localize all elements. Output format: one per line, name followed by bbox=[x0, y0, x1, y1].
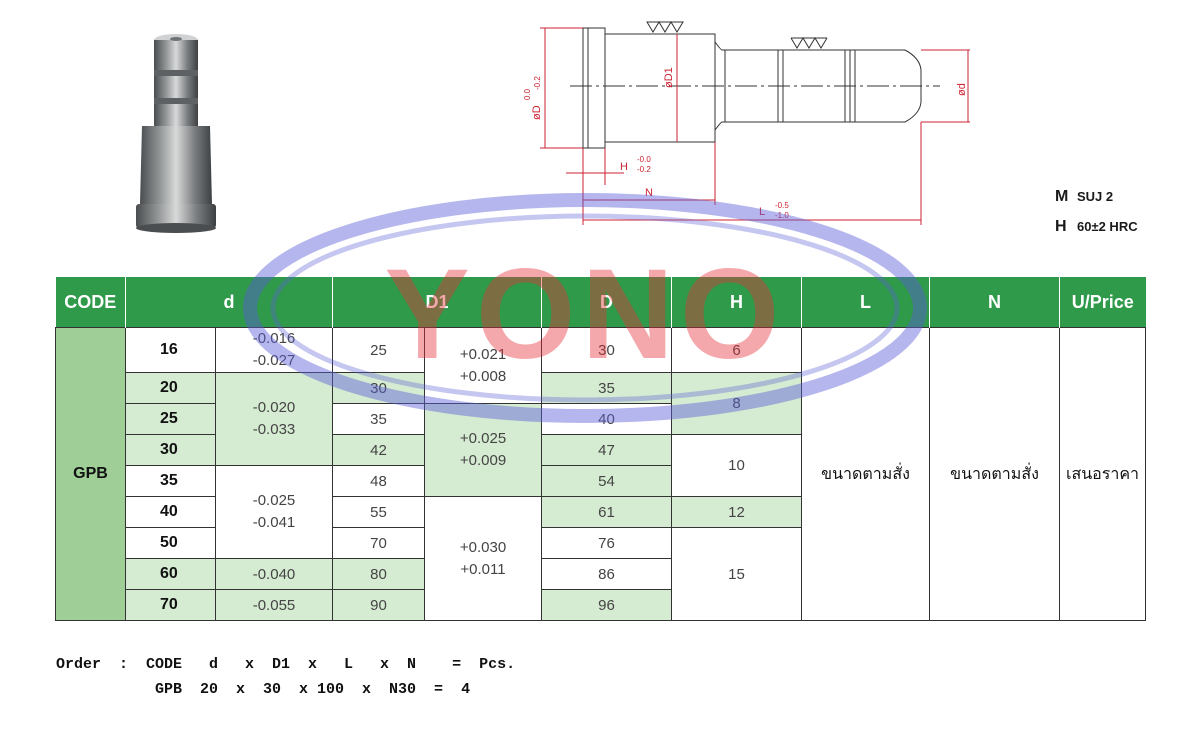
technical-drawing: øD 0.0 -0.2 øD1 ød H -0.0 -0.2 N L -0.5 … bbox=[523, 21, 970, 225]
D1-tol-group-3: +0.030+0.011 bbox=[423, 496, 543, 621]
D1-value: 70 bbox=[332, 527, 425, 559]
D-value: 86 bbox=[541, 558, 673, 590]
table-row: 70 -0.055 90 96 bbox=[56, 589, 1146, 621]
dim-N-label: N bbox=[645, 187, 653, 199]
product-photo bbox=[136, 34, 216, 233]
D1-value: 35 bbox=[332, 403, 425, 435]
header-L: L bbox=[801, 277, 930, 328]
dim-D-tol-bottom: -0.2 bbox=[533, 76, 542, 90]
H-value: 6 bbox=[671, 327, 803, 373]
D-value: 40 bbox=[541, 403, 673, 435]
table-row: 40 55 +0.030+0.011 61 12 bbox=[56, 496, 1146, 621]
table-row: 30 42 47 10 bbox=[56, 434, 1146, 497]
D-value: 76 bbox=[541, 527, 673, 559]
d-value-25: 25 bbox=[125, 403, 216, 435]
d-value-60: 60 bbox=[125, 558, 216, 590]
dim-d-label: ød bbox=[956, 83, 968, 96]
D-value: 35 bbox=[541, 372, 673, 404]
dim-D1-label: øD1 bbox=[663, 67, 675, 88]
header-code: CODE bbox=[55, 277, 126, 328]
header-price: U/Price bbox=[1059, 277, 1146, 328]
order-format-line: Order : CODE d x D1 x L x N = Pcs. bbox=[56, 656, 516, 673]
dim-H-tol-bottom: -0.2 bbox=[637, 165, 651, 174]
dim-H-label: H bbox=[620, 161, 628, 173]
d-tol-value: -0.040 bbox=[215, 558, 333, 590]
D1-value: 80 bbox=[332, 558, 425, 590]
table-row: 50 70 76 15 bbox=[56, 527, 1146, 621]
D-value: 61 bbox=[541, 496, 673, 528]
dim-D-tol-top: 0.0 bbox=[523, 88, 532, 100]
material-value: SUJ 2 bbox=[1077, 189, 1114, 204]
table-row: 35 -0.025-0.041 48 54 bbox=[56, 465, 1146, 559]
hardness-spec: H 60±2 HRC bbox=[1055, 218, 1138, 236]
header-D: D bbox=[541, 277, 672, 328]
table-row: 60 -0.040 80 86 bbox=[56, 558, 1146, 590]
d-value-40: 40 bbox=[125, 496, 216, 528]
D-value: 54 bbox=[541, 465, 673, 497]
D-value: 47 bbox=[541, 434, 673, 466]
D1-value: 48 bbox=[332, 465, 425, 497]
d-tol-group-2: -0.020-0.033 bbox=[215, 372, 333, 466]
D1-value: 30 bbox=[332, 372, 425, 404]
D1-value: 90 bbox=[332, 589, 425, 621]
d-value-16: 16 bbox=[125, 327, 216, 373]
d-value-70: 70 bbox=[125, 589, 216, 621]
code-cell: GPB bbox=[55, 327, 126, 621]
header-N: N bbox=[929, 277, 1060, 328]
header-d: d bbox=[125, 277, 333, 328]
order-example: Order : CODE d x D1 x L x N = Pcs. GPB 2… bbox=[56, 652, 515, 702]
D1-tol-group-2: +0.025+0.009 bbox=[423, 403, 543, 497]
dim-L-label: L bbox=[759, 206, 765, 218]
d-tol-group-3: -0.025-0.041 bbox=[215, 465, 333, 559]
dim-H-tol-top: -0.0 bbox=[637, 155, 651, 164]
price-value: เสนอราคา bbox=[1059, 327, 1147, 621]
d-value-35: 35 bbox=[125, 465, 216, 497]
table-row: 25 35 +0.025+0.009 40 bbox=[56, 403, 1146, 497]
d-value-30: 30 bbox=[125, 434, 216, 466]
D-value: 30 bbox=[541, 327, 673, 373]
L-value: ขนาดตามสั่ง bbox=[801, 327, 931, 621]
H-value: 12 bbox=[671, 496, 803, 528]
D1-tol-group-1: +0.021+0.008 bbox=[423, 327, 543, 404]
table-row: 20 -0.020-0.033 30 35 8 bbox=[56, 372, 1146, 466]
dim-D-label: øD bbox=[531, 105, 543, 120]
H-value: 15 bbox=[671, 527, 803, 621]
D1-value: 55 bbox=[332, 496, 425, 528]
material-key: M bbox=[1055, 188, 1069, 205]
d-tol-group-1: -0.016-0.027 bbox=[215, 327, 333, 373]
material-spec: M SUJ 2 bbox=[1055, 188, 1113, 206]
d-tol-value: -0.055 bbox=[215, 589, 333, 621]
dim-L-tol-bottom: -1.0 bbox=[775, 211, 789, 220]
header-H: H bbox=[671, 277, 802, 328]
D1-value: 25 bbox=[332, 327, 425, 373]
table-header-row: CODE d D1 D H L N U/Price bbox=[55, 277, 1146, 328]
D1-value: 42 bbox=[332, 434, 425, 466]
order-example-line: GPB 20 x 30 x 100 x N30 = 4 bbox=[56, 681, 471, 698]
d-value-20: 20 bbox=[125, 372, 216, 404]
H-value: 10 bbox=[671, 434, 803, 497]
spec-table: CODE d D1 D H L N U/Price GPB 16 -0.016-… bbox=[55, 277, 1147, 621]
N-value: ขนาดตามสั่ง bbox=[929, 327, 1061, 621]
d-value-50: 50 bbox=[125, 527, 216, 559]
dim-L-tol-top: -0.5 bbox=[775, 201, 789, 210]
D-value: 96 bbox=[541, 589, 673, 621]
hardness-value: 60±2 HRC bbox=[1077, 219, 1138, 234]
hardness-key: H bbox=[1055, 218, 1067, 235]
H-value: 8 bbox=[671, 372, 803, 435]
header-D1: D1 bbox=[331, 277, 542, 328]
